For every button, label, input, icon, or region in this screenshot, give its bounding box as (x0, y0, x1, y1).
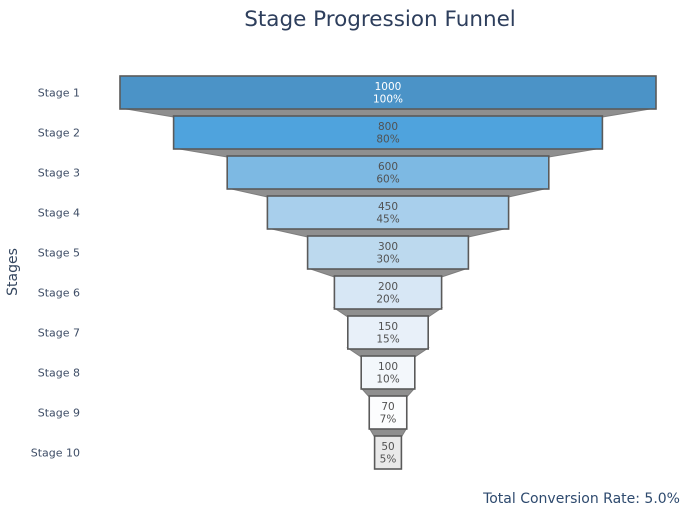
stage-tick-label-6: Stage 6 (38, 287, 80, 300)
bar-value-label-stage-8: 100 (378, 361, 398, 373)
funnel-bar-stage-9[interactable] (368, 395, 408, 430)
chart-title: Stage Progression Funnel (244, 7, 516, 32)
total-conversion-annotation: Total Conversion Rate: 5.0% (483, 491, 680, 507)
funnel-bar-stage-6[interactable] (333, 275, 443, 310)
bar-value-label-stage-2: 800 (378, 121, 398, 133)
funnel-bar-stage-1[interactable] (119, 75, 657, 110)
stage-tick-label-4: Stage 4 (38, 207, 80, 220)
stage-tick-label-1: Stage 1 (38, 87, 80, 100)
bar-percent-label-stage-5: 30% (376, 253, 399, 265)
bar-percent-label-stage-7: 15% (376, 333, 399, 345)
funnel-bar-stage-3[interactable] (226, 155, 550, 190)
bar-value-label-stage-4: 450 (378, 201, 398, 213)
stage-tick-label-10: Stage 10 (31, 447, 80, 460)
funnel-bar-stage-2[interactable] (172, 115, 604, 150)
funnel-bar-stage-5[interactable] (306, 235, 470, 270)
stage-tick-label-2: Stage 2 (38, 127, 80, 140)
bar-value-label-stage-1: 1000 (375, 81, 402, 93)
funnel-bar-stage-4[interactable] (266, 195, 510, 230)
bar-value-label-stage-3: 600 (378, 161, 398, 173)
stage-tick-label-7: Stage 7 (38, 327, 80, 340)
stage-tick-label-3: Stage 3 (38, 167, 80, 180)
bar-percent-label-stage-6: 20% (376, 293, 399, 305)
funnel-bar-stage-8[interactable] (360, 355, 416, 390)
stage-tick-label-8: Stage 8 (38, 367, 80, 380)
bar-percent-label-stage-3: 60% (376, 173, 399, 185)
bar-percent-label-stage-9: 7% (380, 413, 397, 425)
bar-percent-label-stage-2: 80% (376, 133, 399, 145)
stage-tick-label-9: Stage 9 (38, 407, 80, 420)
bar-percent-label-stage-8: 10% (376, 373, 399, 385)
stage-tick-label-5: Stage 5 (38, 247, 80, 260)
bar-value-label-stage-7: 150 (378, 321, 398, 333)
bar-value-label-stage-5: 300 (378, 241, 398, 253)
funnel-bar-stage-10[interactable] (373, 435, 403, 470)
bar-value-label-stage-9: 70 (381, 401, 394, 413)
funnel-bar-stage-7[interactable] (346, 315, 429, 350)
bar-value-label-stage-6: 200 (378, 281, 398, 293)
bar-percent-label-stage-1: 100% (373, 93, 403, 105)
bar-value-label-stage-10: 50 (381, 441, 394, 453)
bar-percent-label-stage-4: 45% (376, 213, 399, 225)
bar-percent-label-stage-10: 5% (380, 453, 397, 465)
